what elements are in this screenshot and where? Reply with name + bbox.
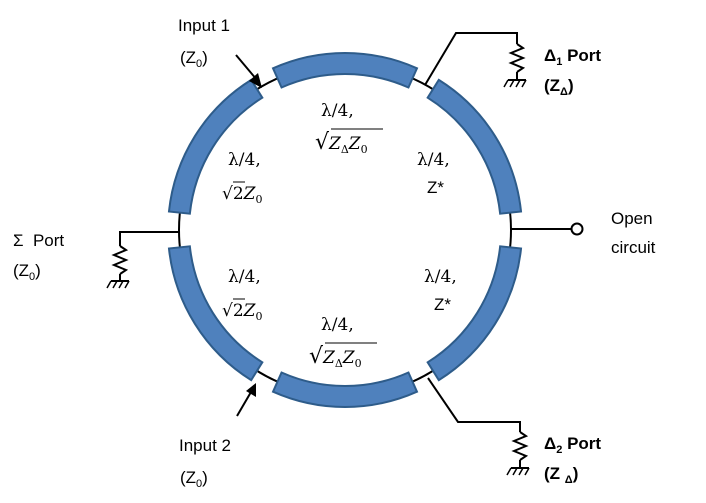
input2-impedance: (Z0) xyxy=(180,468,208,490)
sigma-port-termination xyxy=(106,231,179,289)
delta1-port-termination xyxy=(424,32,527,88)
segment-top xyxy=(271,52,419,89)
delta2-port-impedance: (Z Δ) xyxy=(544,464,578,486)
segment-lower-left-impedance: √2Z0 xyxy=(222,301,262,323)
input2-arrow-icon xyxy=(236,383,256,417)
delta1-port-name: Δ1 Port xyxy=(544,46,601,68)
input2-name: Input 2 xyxy=(179,436,231,455)
delta2-port-name: Δ2 Port xyxy=(544,434,601,456)
input1-arrow-icon xyxy=(235,54,262,88)
segment-bottom xyxy=(271,371,419,408)
segment-bottom-length: λ/4, xyxy=(321,315,354,335)
delta1-port-impedance: (ZΔ) xyxy=(544,76,574,98)
segment-lower-left xyxy=(167,245,264,382)
segment-top-impedance: √ZΔZ0 xyxy=(315,130,368,156)
segment-lower-left-length: λ/4, xyxy=(228,267,261,287)
input1-impedance: (Z0) xyxy=(180,48,208,70)
open-circuit-port xyxy=(511,222,584,236)
segment-upper-left xyxy=(167,78,264,215)
segment-lower-right-impedance: Z* xyxy=(434,295,451,314)
segment-upper-left-impedance: √2Z0 xyxy=(222,184,262,206)
segment-upper-right-impedance: Z* xyxy=(427,178,444,197)
segment-upper-right-length: λ/4, xyxy=(417,150,450,170)
segment-upper-right xyxy=(426,78,523,215)
segment-lower-right xyxy=(426,245,523,382)
delta2-port-termination xyxy=(427,377,530,476)
segment-bottom-impedance: √ZΔZ0 xyxy=(309,344,362,370)
open-terminal-icon xyxy=(570,222,584,236)
open-circuit-line2: circuit xyxy=(611,238,656,257)
sigma-port-impedance: (Z0) xyxy=(13,261,41,283)
segment-lower-right-length: λ/4, xyxy=(424,267,457,287)
input1-name: Input 1 xyxy=(178,16,230,35)
sigma-port-name: Σ Port xyxy=(13,231,64,250)
segment-upper-left-length: λ/4, xyxy=(228,150,261,170)
segment-top-length: λ/4, xyxy=(321,101,354,121)
open-circuit-line1: Open xyxy=(611,209,653,228)
